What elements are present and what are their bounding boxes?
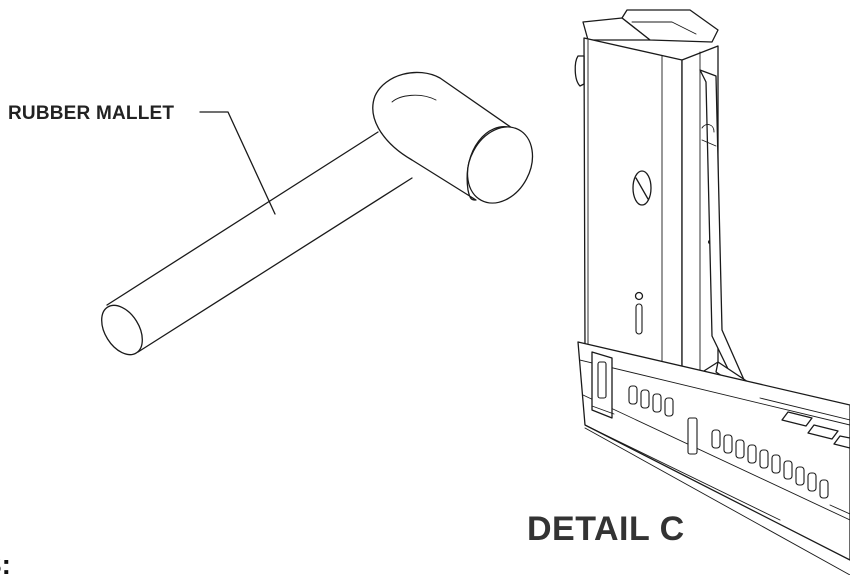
mallet-callout: RUBBER MALLET <box>8 103 276 215</box>
step-label: 3: <box>0 549 11 575</box>
rubber-mallet-icon <box>101 71 534 356</box>
detail-label: DETAIL C <box>527 510 685 548</box>
rail-bracket-icon <box>574 9 850 575</box>
mallet-label: RUBBER MALLET <box>8 103 174 124</box>
